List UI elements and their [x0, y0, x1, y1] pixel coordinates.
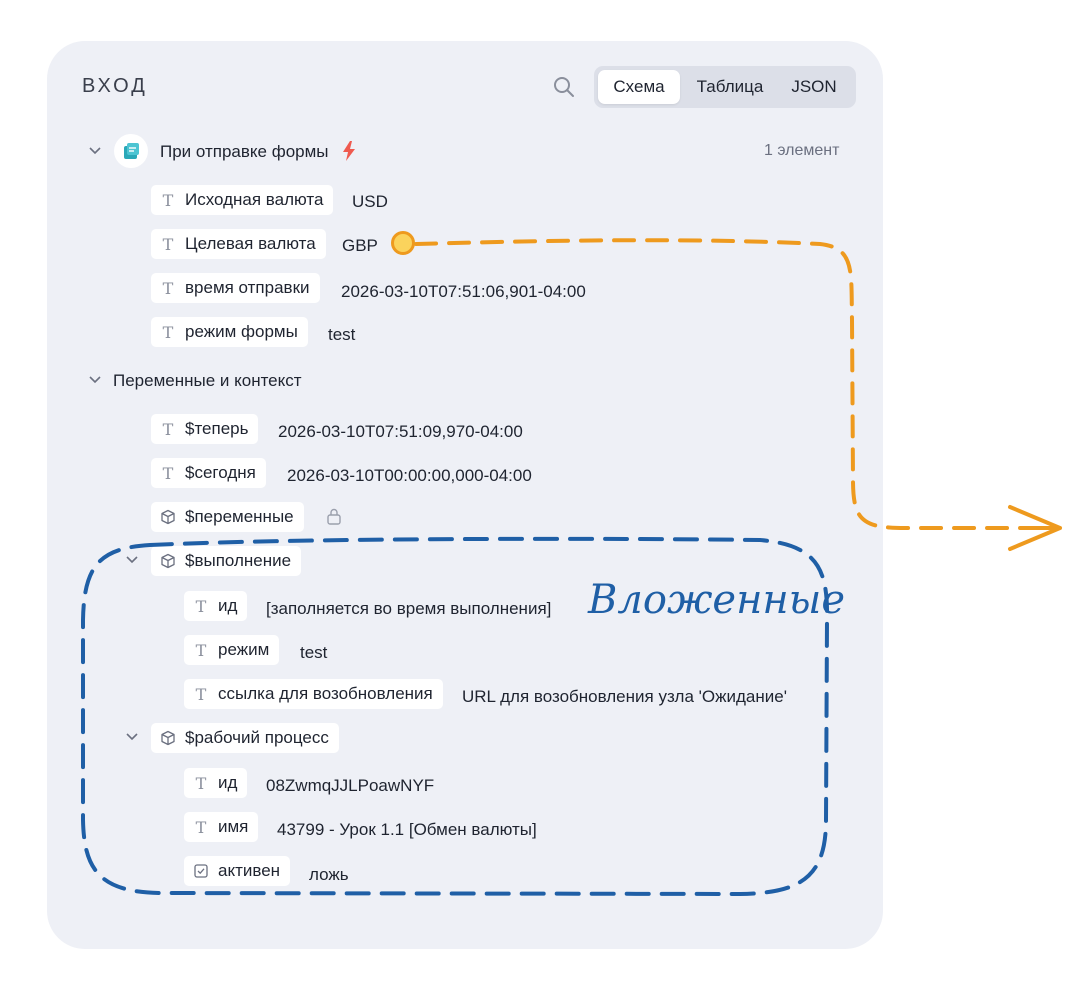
- text-type-icon: T: [162, 234, 174, 254]
- item-count: 1 элемент: [764, 142, 840, 159]
- tab-schema[interactable]: Схема: [598, 70, 680, 104]
- panel-title: ВХОД: [82, 75, 148, 97]
- field-value: URL для возобновления узла 'Ожидание': [462, 687, 787, 706]
- text-type-icon: T: [195, 817, 207, 837]
- field-chip[interactable]: T Исходная валюта: [151, 185, 334, 215]
- field-key: $переменные: [185, 507, 294, 526]
- field-chip[interactable]: $переменные: [151, 502, 304, 532]
- field-chip[interactable]: T Целевая валюта: [151, 229, 326, 259]
- field-value: ложь: [309, 865, 349, 884]
- form-trigger-icon: [114, 134, 148, 168]
- field-value: 08ZwmqJJLPoawNYF: [266, 776, 435, 795]
- field-value: test: [300, 643, 328, 662]
- cube-icon: [151, 723, 185, 753]
- field-value: 2026-03-10T07:51:06,901-04:00: [341, 282, 586, 301]
- field-value: 43799 - Урок 1.1 [Обмен валюты]: [277, 820, 537, 839]
- field-value: 2026-03-10T00:00:00,000-04:00: [287, 466, 532, 485]
- view-tabs: Схема Таблица JSON: [594, 66, 856, 108]
- field-key: ид: [218, 773, 238, 792]
- group-form-submit-label[interactable]: При отправке формы: [160, 142, 329, 161]
- cube-icon: [151, 546, 185, 576]
- text-type-icon: T: [162, 190, 174, 210]
- field-chip[interactable]: активен: [184, 856, 291, 886]
- text-type-icon: T: [195, 773, 207, 793]
- search-icon[interactable]: [553, 76, 575, 98]
- field-key: Целевая валюта: [185, 234, 316, 253]
- field-chip[interactable]: $рабочий процесс: [151, 723, 339, 753]
- tab-json[interactable]: JSON: [791, 77, 837, 96]
- field-value: 2026-03-10T07:51:09,970-04:00: [278, 422, 523, 441]
- text-type-icon: T: [195, 640, 207, 660]
- input-panel: [47, 41, 883, 949]
- field-key: режим: [218, 640, 270, 659]
- nested-annotation-label: Вложенные: [588, 577, 846, 623]
- chevron-down-icon[interactable]: [125, 553, 139, 567]
- text-type-icon: T: [195, 596, 207, 616]
- field-key: Исходная валюта: [185, 190, 324, 209]
- field-key: $сегодня: [185, 463, 256, 482]
- field-value: test: [328, 325, 356, 344]
- field-key: имя: [218, 817, 249, 836]
- field-key: время отправки: [185, 278, 310, 297]
- cube-icon: [151, 502, 185, 532]
- field-key: активен: [218, 861, 281, 880]
- group-context-label[interactable]: Переменные и контекст: [113, 371, 302, 390]
- chevron-down-icon[interactable]: [88, 373, 102, 387]
- field-key: $теперь: [185, 419, 249, 438]
- text-type-icon: T: [162, 463, 174, 483]
- lightning-icon: [343, 141, 355, 161]
- field-value: USD: [352, 192, 388, 211]
- field-value: GBP: [342, 236, 378, 255]
- field-key: $выполнение: [185, 551, 292, 570]
- text-type-icon: T: [162, 322, 174, 342]
- field-key: ид: [218, 596, 238, 615]
- field-value: [заполняется во время выполнения]: [266, 599, 552, 618]
- lock-icon: [327, 508, 341, 525]
- field-key: $рабочий процесс: [185, 728, 329, 747]
- text-type-icon: T: [195, 684, 207, 704]
- chevron-down-icon[interactable]: [125, 730, 139, 744]
- field-chip[interactable]: T $сегодня: [151, 458, 266, 488]
- field-chip[interactable]: T $теперь: [151, 414, 259, 444]
- field-chip[interactable]: $выполнение: [151, 546, 302, 576]
- field-key: режим формы: [185, 322, 298, 341]
- connection-point: [391, 231, 415, 255]
- checkbox-icon: [184, 856, 218, 886]
- tab-table[interactable]: Таблица: [696, 77, 764, 96]
- text-type-icon: T: [162, 419, 174, 439]
- chevron-down-icon[interactable]: [88, 144, 102, 158]
- arrow-head-icon: [1008, 505, 1062, 551]
- text-type-icon: T: [162, 278, 174, 298]
- field-key: ссылка для возобновления: [218, 684, 433, 703]
